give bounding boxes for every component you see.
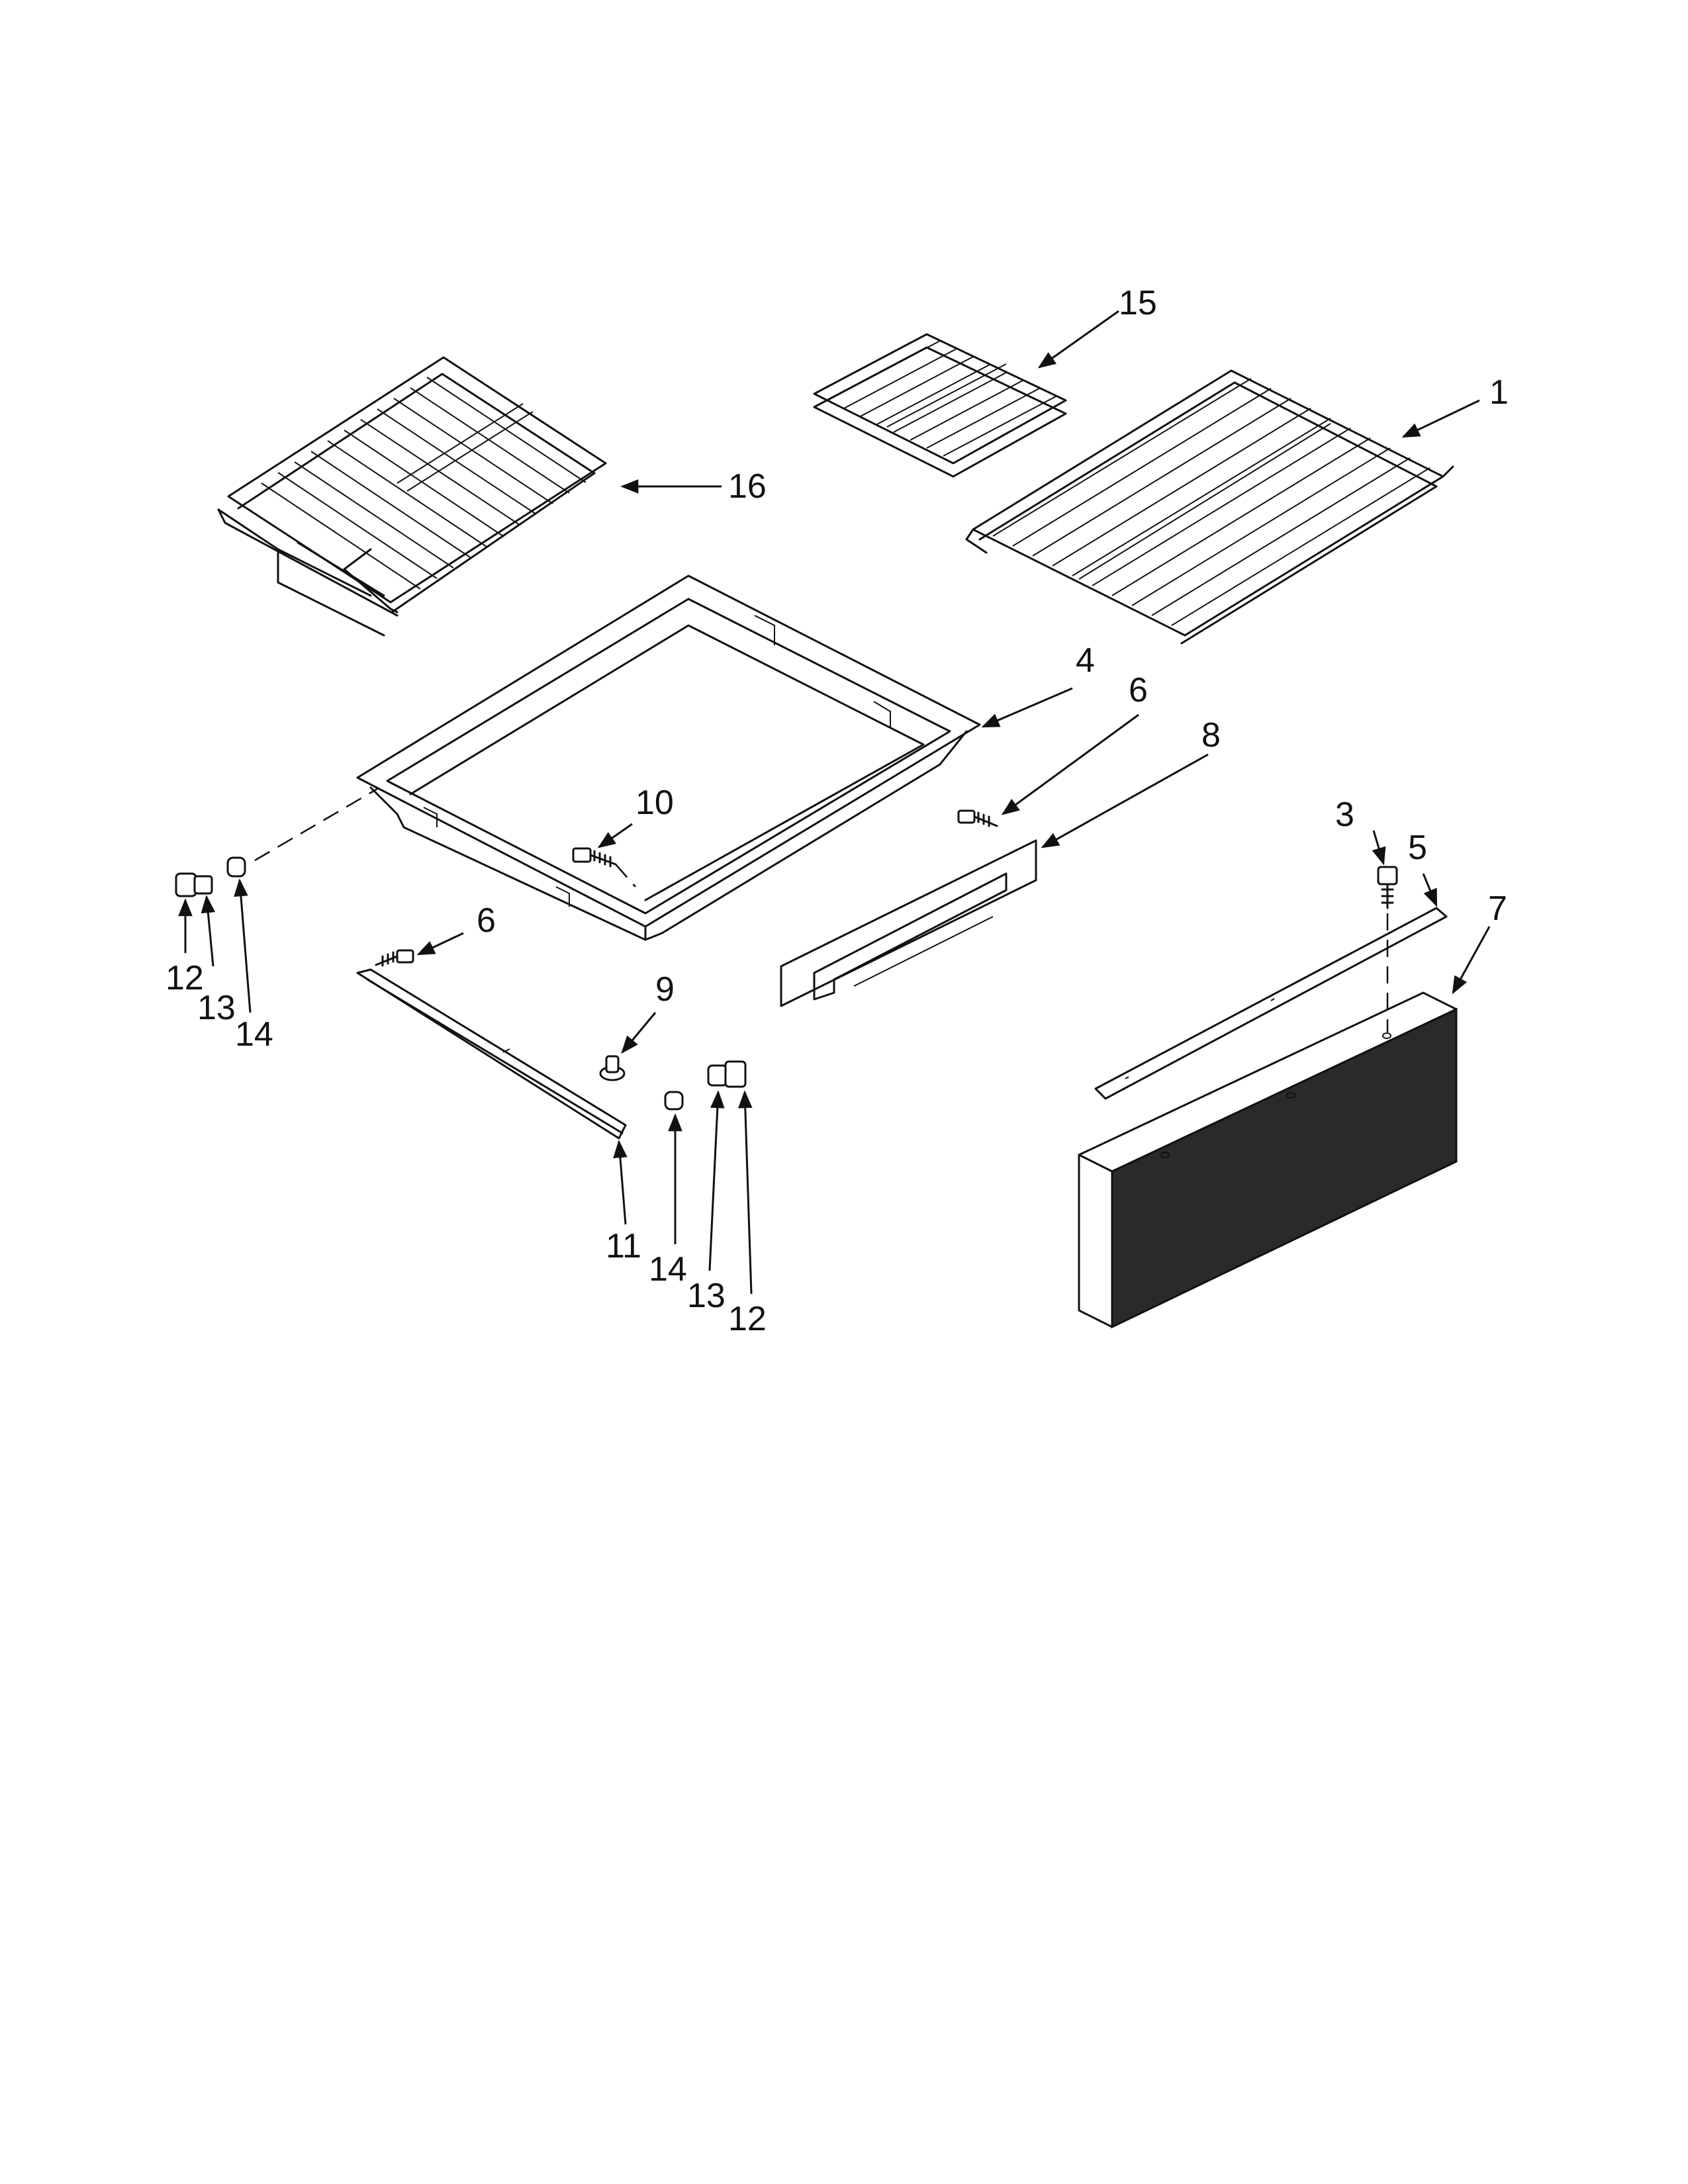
callout-5: 5 bbox=[1408, 829, 1427, 867]
leader-10 bbox=[597, 823, 633, 848]
callout-4: 4 bbox=[1076, 641, 1095, 680]
leader-13-left bbox=[201, 895, 216, 967]
part-8-bracket[interactable] bbox=[780, 839, 1037, 1007]
leader-7 bbox=[1452, 926, 1491, 995]
callout-11: 11 bbox=[606, 1227, 641, 1265]
part-12-13-14-right-hardware[interactable] bbox=[664, 1060, 747, 1111]
part-9-bumper[interactable] bbox=[599, 1055, 626, 1081]
callout-14-right: 14 bbox=[649, 1250, 687, 1289]
part-12-13-14-left-hardware[interactable] bbox=[175, 856, 246, 897]
callout-1: 1 bbox=[1489, 373, 1509, 412]
leader-8 bbox=[1041, 753, 1209, 848]
leader-1 bbox=[1401, 399, 1480, 438]
callout-6-lower: 6 bbox=[477, 901, 496, 940]
callout-14-left: 14 bbox=[235, 1015, 273, 1054]
leader-3 bbox=[1372, 830, 1386, 866]
callout-3: 3 bbox=[1335, 796, 1354, 834]
leader-5 bbox=[1422, 873, 1438, 907]
callout-10: 10 bbox=[635, 784, 674, 822]
part-11-rail[interactable] bbox=[356, 968, 627, 1140]
part-6-screw-upper[interactable] bbox=[957, 809, 998, 827]
leader-14-left bbox=[234, 878, 252, 1013]
part-5-trim-strip[interactable] bbox=[1094, 907, 1448, 1100]
part-15-half-rack[interactable] bbox=[813, 333, 1067, 478]
leader-4 bbox=[981, 687, 1073, 728]
alignment-line-left bbox=[254, 788, 378, 862]
callout-7: 7 bbox=[1488, 889, 1507, 928]
part-6-screw-lower[interactable] bbox=[375, 949, 414, 967]
leader-13-right bbox=[708, 1090, 725, 1271]
part-1-oven-rack[interactable] bbox=[965, 369, 1454, 645]
alignment-line-tub bbox=[615, 864, 636, 887]
leader-6-lower bbox=[416, 932, 464, 956]
callout-13-left: 13 bbox=[197, 989, 236, 1027]
callout-15: 15 bbox=[1119, 284, 1157, 322]
callout-8: 8 bbox=[1201, 716, 1221, 754]
part-10-screw[interactable] bbox=[572, 847, 617, 868]
part-16-slide-rack[interactable] bbox=[217, 356, 607, 637]
leader-12-right bbox=[738, 1090, 753, 1295]
leader-6-upper bbox=[1001, 713, 1139, 815]
leader-11 bbox=[613, 1140, 628, 1225]
callout-12-right: 12 bbox=[728, 1300, 767, 1338]
callout-16: 16 bbox=[728, 467, 767, 506]
callout-12-left: 12 bbox=[165, 959, 204, 997]
part-7-drawer-front[interactable] bbox=[1078, 991, 1458, 1329]
callout-6-upper: 6 bbox=[1129, 671, 1148, 709]
part-4-drawer-tub[interactable] bbox=[356, 574, 981, 941]
leader-9 bbox=[621, 1012, 657, 1054]
leader-15 bbox=[1037, 310, 1119, 369]
part-3-screw[interactable] bbox=[1377, 866, 1398, 909]
callout-13-right: 13 bbox=[687, 1277, 726, 1315]
callout-9: 9 bbox=[655, 970, 675, 1009]
